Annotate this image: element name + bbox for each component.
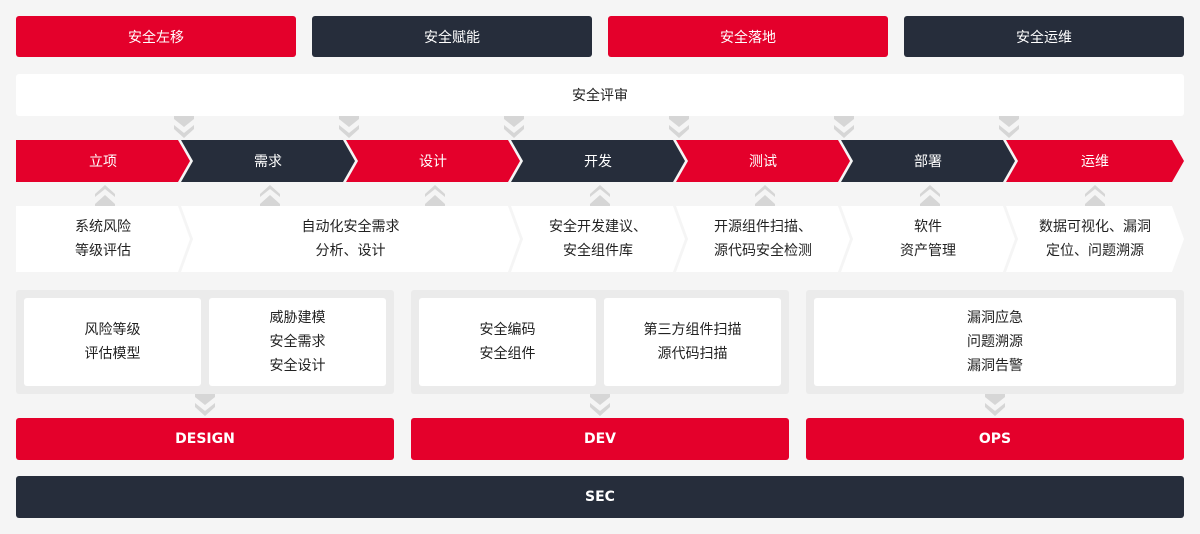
card-line: 安全设计 <box>269 358 326 374</box>
double-chevron-up-icon <box>95 185 115 206</box>
card-line: 安全组件 <box>479 346 536 362</box>
double-chevron-up-icon <box>920 185 940 206</box>
double-chevron-down-icon <box>985 394 1005 416</box>
landing-button[interactable]: 安全落地 <box>608 16 888 57</box>
description-line: 自动化安全需求 <box>301 219 400 235</box>
enablement-button[interactable]: 安全赋能 <box>312 16 592 57</box>
double-chevron-up-icon <box>260 185 280 206</box>
description-line: 源代码安全检测 <box>714 243 812 259</box>
double-chevron-up-icon <box>590 185 610 206</box>
stage-2[interactable]: 需求 <box>181 140 355 182</box>
stage-1[interactable]: 立项 <box>16 140 190 182</box>
card-line: 漏洞告警 <box>967 358 1023 374</box>
double-chevron-up-icon <box>755 185 775 206</box>
card-scanning: 第三方组件扫描源代码扫描 <box>604 298 781 386</box>
card-line: 风险等级 <box>84 322 141 338</box>
card-line: 安全编码 <box>479 322 536 338</box>
card-line: 问题溯源 <box>967 334 1023 350</box>
stage-7[interactable]: 运维 <box>1006 140 1184 182</box>
stage-description: 自动化安全需求分析、设计 <box>181 206 520 272</box>
stage-description: 软件资产管理 <box>841 206 1015 272</box>
description-line: 安全组件库 <box>563 243 633 259</box>
description-line: 定位、问题溯源 <box>1046 243 1144 259</box>
ops-phase-bar: OPS <box>806 418 1184 460</box>
design-phase-bar: DESIGN <box>16 418 394 460</box>
operations-button[interactable]: 安全运维 <box>904 16 1184 57</box>
description-line: 分析、设计 <box>315 243 386 259</box>
security-review-bar: 安全评审 <box>16 74 1184 116</box>
double-chevron-up-icon <box>1085 185 1105 206</box>
description-line: 安全开发建议、 <box>549 219 647 235</box>
double-chevron-down-icon <box>504 116 524 138</box>
description-line: 等级评估 <box>75 243 131 259</box>
card-line: 第三方组件扫描 <box>643 322 742 338</box>
double-chevron-down-icon <box>195 394 215 416</box>
card-line: 源代码扫描 <box>657 346 728 362</box>
card-line: 威胁建模 <box>269 310 326 326</box>
stage-3[interactable]: 设计 <box>346 140 520 182</box>
stage-description: 开源组件扫描、源代码安全检测 <box>676 206 850 272</box>
double-chevron-down-icon <box>339 116 359 138</box>
double-chevron-down-icon <box>174 116 194 138</box>
dev-phase-bar: DEV <box>411 418 789 460</box>
double-chevron-down-icon <box>834 116 854 138</box>
stage-5[interactable]: 测试 <box>676 140 850 182</box>
description-line: 软件 <box>914 219 942 235</box>
double-chevron-down-icon <box>999 116 1019 138</box>
card-threat-modeling: 威胁建模安全需求安全设计 <box>209 298 386 386</box>
stage-description: 数据可视化、漏洞定位、问题溯源 <box>1006 206 1184 272</box>
stage-4[interactable]: 开发 <box>511 140 685 182</box>
double-chevron-down-icon <box>590 394 610 416</box>
description-line: 开源组件扫描、 <box>714 219 812 235</box>
card-risk-model: 风险等级评估模型 <box>24 298 201 386</box>
description-line: 数据可视化、漏洞 <box>1039 219 1151 235</box>
stage-description: 安全开发建议、安全组件库 <box>511 206 685 272</box>
card-line: 评估模型 <box>84 346 141 362</box>
double-chevron-down-icon <box>669 116 689 138</box>
stage-6[interactable]: 部署 <box>841 140 1015 182</box>
shift-left-button[interactable]: 安全左移 <box>16 16 296 57</box>
double-chevron-up-icon <box>425 185 445 206</box>
sec-bar: SEC <box>16 476 1184 518</box>
card-line: 安全需求 <box>269 334 326 350</box>
card-vuln-response: 漏洞应急问题溯源漏洞告警 <box>814 298 1176 386</box>
stage-description: 系统风险等级评估 <box>16 206 190 272</box>
description-line: 系统风险 <box>75 219 131 235</box>
card-line: 漏洞应急 <box>967 310 1023 326</box>
card-secure-coding: 安全编码安全组件 <box>419 298 596 386</box>
description-line: 资产管理 <box>900 243 956 259</box>
